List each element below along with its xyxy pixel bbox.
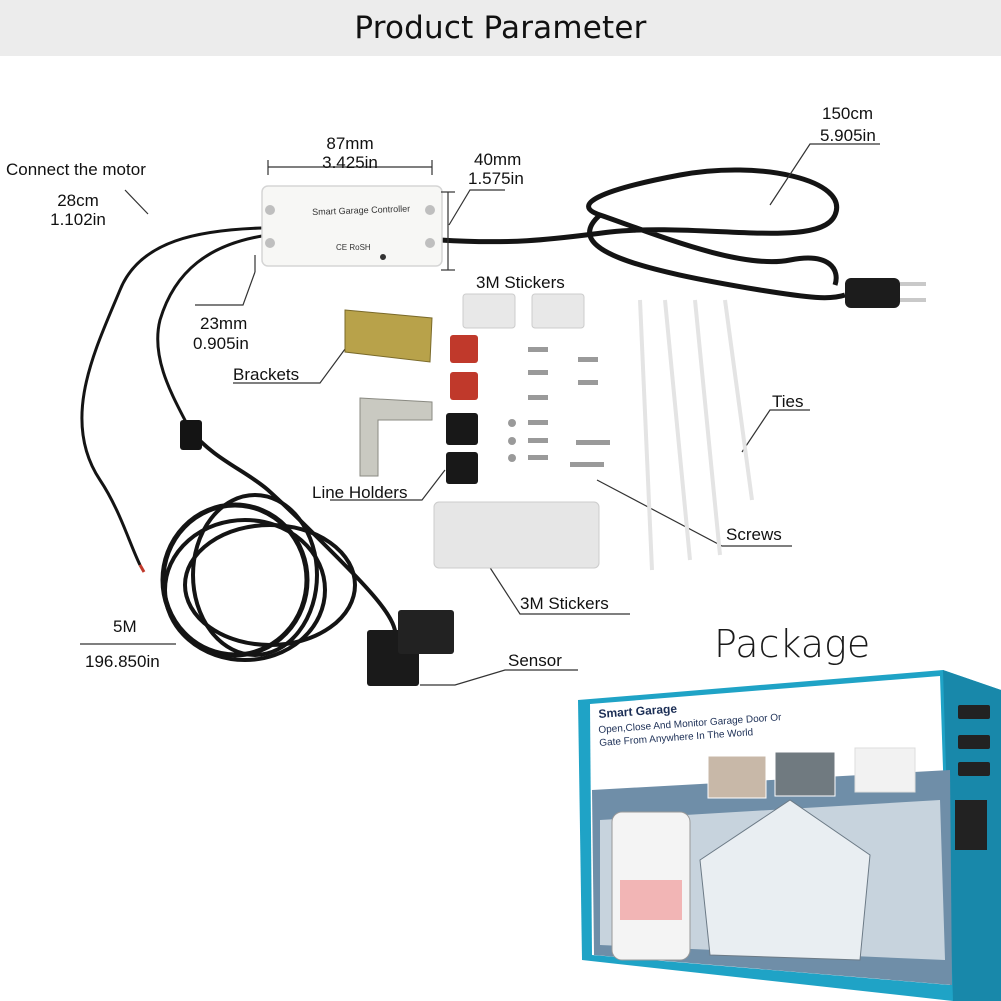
label-depth-in: 1.575in <box>468 169 524 188</box>
label-height-in: 0.905in <box>193 334 249 353</box>
package-title: Package <box>714 622 871 666</box>
holder-red-b <box>450 372 478 400</box>
bracket-a <box>344 309 433 363</box>
header-bar: Product Parameter <box>0 0 1001 56</box>
label-screws: Screws <box>726 525 782 544</box>
power-cable <box>439 167 840 286</box>
holder-black-b <box>446 452 478 484</box>
label-depth-mm: 40mm <box>474 150 522 169</box>
package-box <box>578 670 1001 1001</box>
label-stickers-top: 3M Stickers <box>476 273 565 292</box>
label-sensor-cable-m: 5M <box>113 617 137 636</box>
label-power-cable-in: 5.905in <box>820 126 876 145</box>
cable-connector <box>180 420 202 450</box>
controller-body <box>261 185 443 267</box>
label-power-cable-cm: 150cm <box>822 104 874 123</box>
bracket-b <box>359 397 433 477</box>
label-stickers-bottom: 3M Stickers <box>520 594 609 613</box>
label-line-holders: Line Holders <box>312 483 408 502</box>
controller-cert: CE RoSH <box>336 243 371 252</box>
label-width-in: 3.425in <box>322 153 378 172</box>
sticker-large <box>433 501 600 569</box>
page-title: Product Parameter <box>354 10 647 46</box>
sensor-magnet-b <box>398 610 454 654</box>
label-sensor-cable-in: 196.850in <box>85 652 160 671</box>
label-width-mm: 87mm <box>326 134 374 153</box>
holder-black-a <box>446 413 478 445</box>
sticker-small-a <box>462 293 516 329</box>
label-connect-motor: Connect the motor <box>6 160 146 179</box>
label-motor-cable-cm: 28cm <box>57 191 99 210</box>
sticker-small-b <box>531 293 585 329</box>
power-plug <box>845 278 900 308</box>
cable-ties <box>638 299 754 571</box>
holder-red-a <box>450 335 478 363</box>
label-sensor: Sensor <box>508 651 562 670</box>
label-brackets: Brackets <box>233 365 300 384</box>
label-ties: Ties <box>772 392 804 411</box>
screws-group <box>508 347 610 467</box>
motor-cable <box>80 226 263 566</box>
label-height-mm: 23mm <box>200 314 248 333</box>
label-motor-cable-in: 1.102in <box>50 210 106 229</box>
